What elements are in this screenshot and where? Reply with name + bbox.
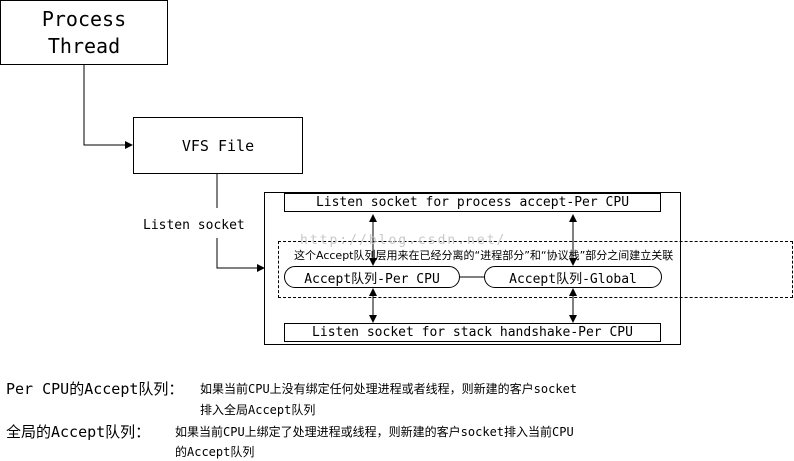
process-label: Process: [41, 6, 127, 31]
listen-process-box: Listen socket for process accept-Per CPU: [284, 193, 661, 212]
accept-layer-note: 这个Accept队列层用来在已经分离的“进程部分”和“协议栈”部分之间建立关联: [294, 249, 674, 262]
watermark-text: http://blog.csdn.net/: [300, 233, 507, 248]
per-cpu-note-line1: 如果当前CPU上没有绑定任何处理进程或者线程，则新建的客户socket: [200, 382, 578, 396]
accept-queue-per-cpu: Accept队列-Per CPU: [284, 266, 460, 288]
process-thread-box: Process Thread: [0, 0, 168, 65]
per-cpu-note-line2: 排入全局Accept队列: [200, 403, 316, 417]
listen-socket-label: Listen socket: [143, 218, 245, 233]
accept-queue-global-label: Accept队列-Global: [509, 271, 637, 287]
listen-stack-box: Listen socket for stack handshake-Per CP…: [284, 323, 661, 342]
accept-queue-global: Accept队列-Global: [484, 266, 662, 288]
vfs-file-box: VFS File: [133, 117, 303, 174]
vfs-to-listen-arrow-2: [216, 238, 265, 272]
global-note-line1: 如果当前CPU上绑定了处理进程或线程，则新建的客户socket排入当前CPU: [175, 425, 574, 439]
thread-label: Thread: [47, 33, 121, 58]
global-note-title: 全局的Accept队列：: [6, 423, 151, 441]
socket-layer-container: [264, 192, 681, 345]
accept-layer-dashed-box: [278, 241, 793, 298]
listen-process-label: Listen socket for process accept-Per CPU: [315, 195, 630, 210]
accept-queue-per-cpu-label: Accept队列-Per CPU: [304, 271, 440, 287]
vfs-file-label: VFS File: [181, 136, 255, 155]
process-to-vfs-arrow: [83, 65, 133, 149]
listen-stack-label: Listen socket for stack handshake-Per CP…: [312, 325, 633, 340]
per-cpu-note-title: Per CPU的Accept队列：: [6, 380, 184, 398]
global-note-line2: 的Accept队列: [175, 445, 255, 459]
